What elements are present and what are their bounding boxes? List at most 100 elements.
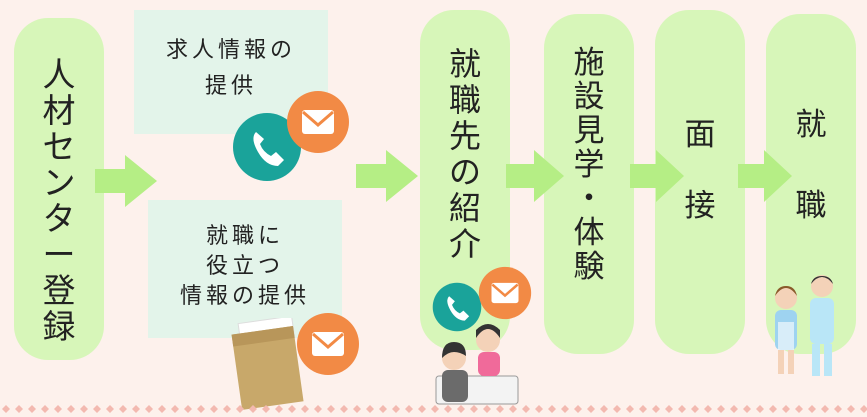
dot-mark	[80, 405, 88, 413]
dot-mark	[548, 405, 556, 413]
dot-mark	[600, 405, 608, 413]
step-label: 就職	[766, 110, 856, 222]
phone-icon	[233, 113, 301, 181]
dot-mark	[288, 405, 296, 413]
step-label: 面接	[655, 120, 745, 222]
dot-mark	[249, 405, 257, 413]
step-label: 就職先の紹介	[420, 48, 510, 260]
phone-icon	[432, 282, 482, 332]
info-box-text: 求人情報の 提供	[165, 38, 296, 99]
step-label-char: 職	[448, 81, 481, 119]
step-label: 人材センター登録	[14, 58, 104, 343]
dot-mark	[717, 405, 725, 413]
dot-mark	[535, 405, 543, 413]
step-label-char: 見	[573, 113, 605, 149]
dot-mark	[41, 405, 49, 413]
arrow-right-icon	[506, 150, 564, 202]
dot-mark	[483, 405, 491, 413]
dot-mark	[15, 405, 23, 413]
dot-mark	[392, 405, 400, 413]
dot-mark	[756, 405, 764, 413]
dot-mark	[574, 405, 582, 413]
step-label-char: 介	[448, 225, 481, 263]
step-label-char: 人	[42, 55, 76, 94]
step-jinzai-registration: 人材センター登録	[14, 18, 104, 360]
step-label-char: 先	[448, 117, 481, 155]
dot-mark	[171, 405, 179, 413]
dot-mark	[834, 405, 842, 413]
dot-mark	[782, 405, 790, 413]
dot-mark	[405, 405, 413, 413]
step-label-char: 設	[573, 79, 605, 115]
dot-mark	[353, 405, 361, 413]
care-workers-illustration	[775, 275, 834, 376]
dot-mark	[743, 405, 751, 413]
dot-mark	[626, 405, 634, 413]
step-label-char: ・	[573, 181, 605, 217]
dot-mark	[106, 405, 114, 413]
step-label-char: 接	[684, 188, 716, 224]
dot-mark	[509, 405, 517, 413]
dot-mark	[262, 405, 270, 413]
dot-mark	[470, 405, 478, 413]
dotted-border	[2, 405, 867, 413]
dot-mark	[119, 405, 127, 413]
dot-mark	[2, 405, 10, 413]
mail-icon	[287, 91, 349, 153]
dot-mark	[587, 405, 595, 413]
dot-mark	[769, 405, 777, 413]
mail-icon	[478, 266, 532, 320]
dot-mark	[132, 405, 140, 413]
dot-mark	[327, 405, 335, 413]
step-label-char: セ	[42, 127, 76, 166]
arrow-right-icon	[738, 150, 792, 202]
dot-mark	[210, 405, 218, 413]
dot-mark	[184, 405, 192, 413]
dot-mark	[652, 405, 660, 413]
step-label-char: 紹	[448, 189, 481, 227]
mail-icon	[297, 313, 359, 375]
dot-mark	[431, 405, 439, 413]
dot-mark	[821, 405, 829, 413]
dot-mark	[93, 405, 101, 413]
step-label: 施設見学・体験	[544, 48, 634, 283]
arrow-right-icon	[356, 150, 418, 202]
step-label-char: の	[448, 153, 481, 191]
dot-mark	[457, 405, 465, 413]
dot-mark	[366, 405, 374, 413]
dot-mark	[275, 405, 283, 413]
dot-mark	[340, 405, 348, 413]
step-label-char: 職	[795, 188, 827, 224]
step-label-char: 体	[573, 215, 605, 251]
dot-mark	[561, 405, 569, 413]
step-label-char: 面	[684, 117, 716, 153]
dot-mark	[28, 405, 36, 413]
dot-mark	[67, 405, 75, 413]
dot-mark	[418, 405, 426, 413]
step-facility-visit: 施設見学・体験	[544, 14, 634, 354]
dot-mark	[704, 405, 712, 413]
dot-mark	[665, 405, 673, 413]
dot-mark	[223, 405, 231, 413]
dot-mark	[808, 405, 816, 413]
dot-mark	[522, 405, 530, 413]
dot-mark	[847, 405, 855, 413]
dot-mark	[613, 405, 621, 413]
step-label-char: 就	[448, 45, 481, 83]
step-label-char: ー	[42, 235, 76, 274]
step-label-char: 録	[42, 307, 76, 346]
dot-mark	[444, 405, 452, 413]
dot-mark	[678, 405, 686, 413]
info-box-useful-info: 就職に 役立つ 情報の提供	[148, 200, 342, 338]
step-label-char: 就	[795, 107, 827, 143]
step-label-char: 登	[42, 271, 76, 310]
step-label-char: ン	[42, 163, 76, 202]
info-box-job-listings: 求人情報の 提供	[134, 10, 328, 134]
info-box-text: 就職に 役立つ 情報の提供	[179, 224, 310, 309]
step-label-char: 材	[42, 91, 76, 130]
dot-mark	[379, 405, 387, 413]
step-label-char: 験	[573, 249, 605, 285]
dot-mark	[145, 405, 153, 413]
step-label-char: タ	[42, 199, 76, 238]
